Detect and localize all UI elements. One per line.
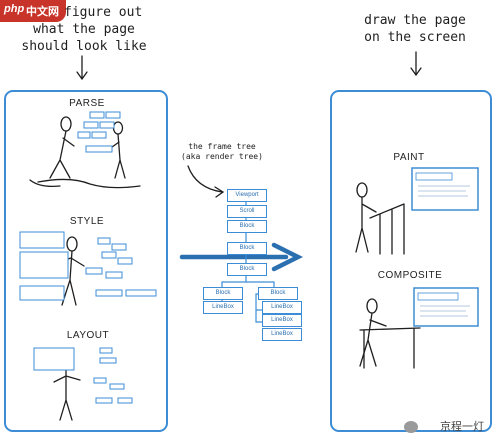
tree-node-block-4: Block xyxy=(203,287,243,300)
composite-canvas xyxy=(414,288,478,326)
paint-figure xyxy=(356,183,404,254)
composite-figure xyxy=(360,299,420,368)
frame-tree-pointer xyxy=(188,166,223,197)
tree-node-viewport: Viewport xyxy=(227,189,267,202)
arrow-down-right xyxy=(411,52,421,75)
tree-node-block-5: Block xyxy=(258,287,298,300)
watermark: 京程一灯 xyxy=(440,418,484,434)
layout-boxes xyxy=(34,348,132,403)
tree-node-block-1: Block xyxy=(227,220,267,233)
paint-canvas xyxy=(412,168,478,210)
tree-node-linebox-1: LineBox xyxy=(203,301,243,314)
tree-node-linebox-4: LineBox xyxy=(262,328,302,341)
tree-node-scroll: Scroll xyxy=(227,205,267,218)
tree-node-linebox-3: LineBox xyxy=(262,314,302,327)
tree-node-linebox-2: LineBox xyxy=(262,301,302,314)
arrow-down-left xyxy=(77,56,87,79)
wechat-icon xyxy=(404,421,418,433)
tree-node-block-3: Block xyxy=(227,263,267,276)
tree-node-block-2: Block xyxy=(227,242,267,255)
style-cards xyxy=(20,232,156,300)
